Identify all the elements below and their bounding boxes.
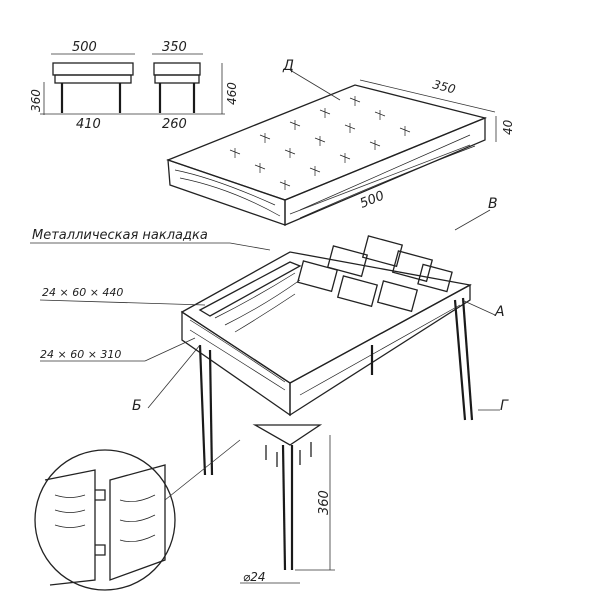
leg-height-label: 360 (317, 490, 332, 515)
cushion-label: Д (282, 58, 294, 74)
side-height-label: 460 (225, 82, 239, 105)
leg-letter: Г (500, 398, 509, 414)
front-leg-height-label: 360 (29, 89, 43, 112)
side-leg-span-label: 260 (162, 117, 187, 132)
joint-detail (34, 439, 241, 591)
front-view (40, 53, 225, 115)
leg-diameter-label: ⌀24 (243, 570, 266, 584)
metal-plate-label: Металлическая накладка (32, 228, 208, 243)
rail-letter: А (494, 304, 505, 320)
side-width-label: 350 (162, 40, 187, 55)
cushion (166, 69, 497, 226)
plate-letter: В (488, 196, 498, 212)
cushion-depth-label: 350 (431, 77, 457, 96)
long-rail-label: 24 × 60 × 440 (42, 286, 123, 299)
table-frame (30, 209, 500, 476)
front-width-label: 500 (72, 40, 97, 55)
side-view (152, 53, 223, 114)
leg-detail (240, 424, 335, 584)
short-letter: Б (132, 398, 142, 414)
short-rail-label: 24 × 60 × 310 (40, 348, 121, 361)
cushion-thickness-label: 40 (501, 119, 515, 135)
front-leg-span-label: 410 (76, 117, 101, 132)
